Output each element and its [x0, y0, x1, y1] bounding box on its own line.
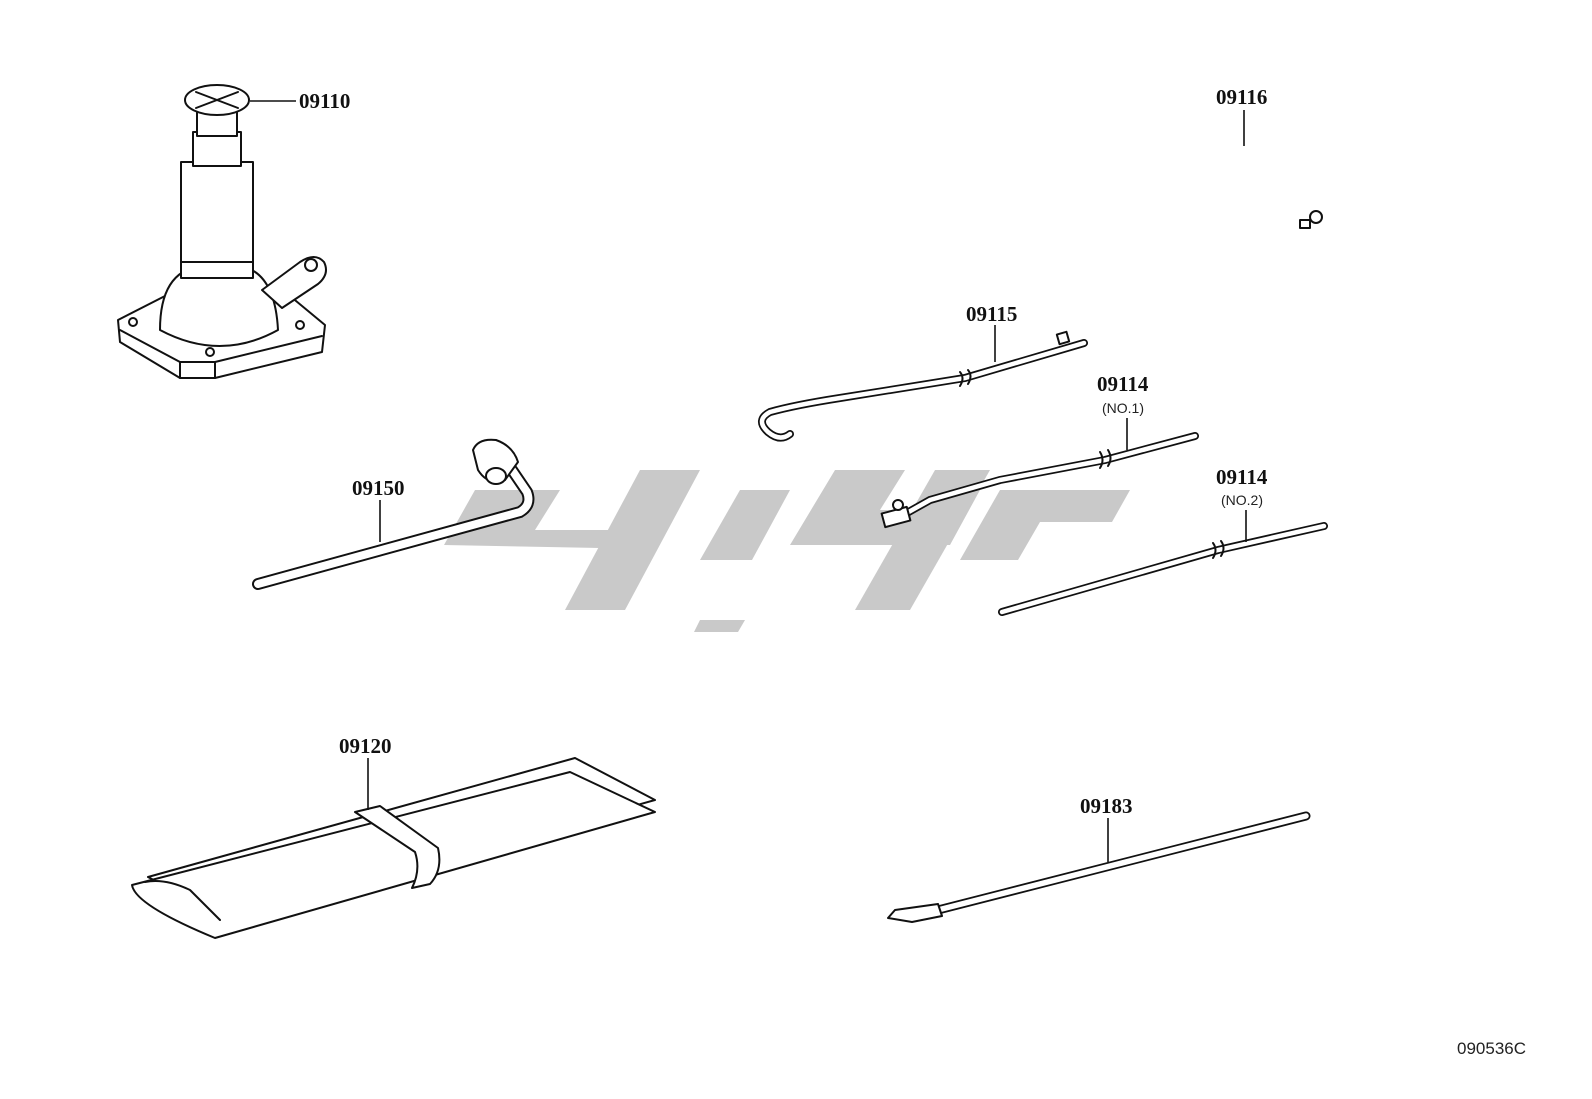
part-sublabel-no1: (NO.1): [1102, 400, 1144, 416]
extension-bar-drawing: [758, 330, 1088, 442]
part-sublabel-no2: (NO.2): [1221, 492, 1263, 508]
part-label-09183: 09183: [1080, 794, 1133, 818]
part-label-09110: 09110: [299, 89, 350, 113]
diagram-reference-code: 090536C: [1457, 1039, 1526, 1058]
extension-no2-drawing: [998, 522, 1328, 616]
tool-bar-drawing: [887, 811, 1311, 923]
tool-bag-drawing: [131, 757, 656, 939]
part-label-09115: 09115: [966, 302, 1017, 326]
leader-lines: [250, 100, 1247, 862]
part-label-09150: 09150: [352, 476, 405, 500]
jack-handle-drawing: [1203, 140, 1366, 268]
part-label-09120: 09120: [339, 734, 392, 758]
extension-no1-drawing: [880, 432, 1199, 529]
wheel-wrench-drawing: [252, 438, 535, 590]
jack-drawing: [117, 84, 327, 379]
part-label-09114-no1: 09114: [1097, 372, 1149, 396]
part-label-09114-no2: 09114: [1216, 465, 1268, 489]
watermark-logo: [444, 470, 1130, 632]
part-label-09116: 09116: [1216, 85, 1267, 109]
